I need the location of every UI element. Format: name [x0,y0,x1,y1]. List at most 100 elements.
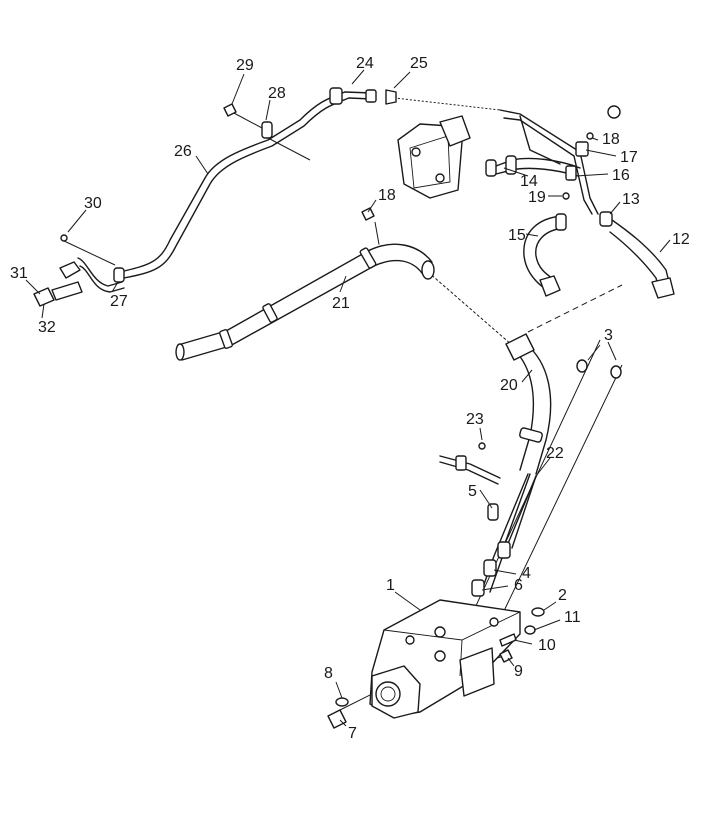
callout-32: 32 [38,319,56,336]
leader-28 [265,99,271,121]
hose-12-outer [611,219,671,287]
bolt-30 [60,234,68,242]
leader-32 [41,303,45,319]
bolt-18-lower [361,207,375,221]
connector-31 [51,281,83,301]
callout-13: 13 [622,191,640,208]
callout-19: 19 [528,189,546,206]
hose-15-outer [523,215,563,289]
leader-4 [493,569,517,575]
pump-edge-mid [459,639,463,677]
guide-line-25 [385,96,501,111]
callout-8: 8 [324,665,333,682]
pump-port-d [489,617,499,627]
pipe-22-b [503,473,531,547]
hose-20-end [505,333,535,361]
fitting-24-end [365,89,377,103]
hose-21-end-b [421,260,435,280]
bolt-18-upper [586,132,594,140]
leader-27 [111,281,119,293]
pipe-23-b [439,461,499,485]
leader-13 [609,201,621,215]
leader-7 [339,719,347,727]
callout-12: 12 [672,231,690,248]
pipe-27-upper [77,257,123,287]
leader-21 [339,275,347,293]
leader-24 [351,69,365,85]
callout-26: 26 [174,143,192,160]
housing-bolt-a [411,147,421,157]
leader-2 [543,601,557,611]
hose-20-inner [525,343,552,475]
fitting-4 [483,559,497,577]
leader-18-lower [367,199,377,213]
callout-7: 7 [348,725,357,742]
clamp-16 [565,165,577,181]
pump-side-flange [459,647,495,697]
cap-3a [576,359,588,373]
callout-23: 23 [466,411,484,428]
leader-29 [231,73,245,105]
leader-20 [521,369,533,383]
leader-1 [394,591,421,611]
hose-15-clamp [555,213,567,231]
leader-5 [479,489,493,509]
housing-face [409,135,451,189]
callout-9: 9 [514,663,523,680]
leader-31 [25,279,41,295]
cap-3b [610,365,622,379]
hose-12-fill [606,220,670,294]
leader-3 [587,341,617,361]
bolt-29 [223,103,237,117]
housing-outlet [439,115,471,147]
callout-22: 22 [546,445,564,462]
bracket-28 [261,121,273,139]
bolt-19 [562,192,570,200]
washer-2 [531,607,545,617]
callout-3: 3 [604,327,613,344]
guide-line-30 [61,239,116,266]
pipe-hose20-down-a [481,473,529,591]
leader-15 [525,233,539,237]
clamp-24 [329,87,343,105]
bolt-23 [478,442,486,450]
leader-26 [195,155,209,175]
leader-22 [535,457,551,477]
callout-31: 31 [10,265,28,282]
leader-10 [513,639,533,645]
housing-bolt-b [435,173,445,183]
callout-5: 5 [468,483,477,500]
callout-25: 25 [410,55,428,72]
hose-21-sleeve-b [262,303,278,323]
callout-14: 14 [520,173,538,190]
thermostat-housing [397,123,463,199]
cap-18-upper [607,105,621,119]
hose-15-end [539,275,561,297]
washer-8 [335,697,349,707]
pipe-27-lower [79,265,125,293]
fitting-23 [455,455,467,471]
callout-27: 27 [110,293,128,310]
callout-28: 28 [268,85,286,102]
bracket-17 [519,115,561,165]
hose-12-inner [609,231,661,293]
callout-21: 21 [332,295,350,312]
pump-port-a [434,626,446,638]
hose-20-clamp [519,427,543,443]
callout-16: 16 [612,167,630,184]
clamp-27 [113,267,125,283]
leader-17 [585,149,617,157]
leader-30 [67,209,87,233]
leader-8 [335,681,343,699]
pipe-16-b [503,117,593,215]
pipe-26-outline-a [119,91,346,273]
hose-21-fill [171,242,437,361]
callout-17: 17 [620,149,638,166]
pump-port-c [405,635,415,645]
hose-21-sleeve-c [359,247,377,269]
leader-11 [533,619,561,631]
leader-25 [393,71,411,89]
callout-20: 20 [500,377,518,394]
